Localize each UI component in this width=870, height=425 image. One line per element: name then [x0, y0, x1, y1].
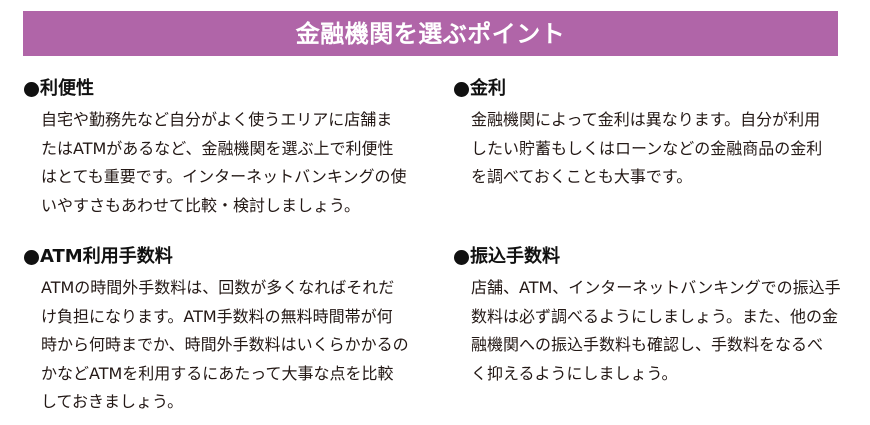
section-heading: 金利 [454, 78, 822, 100]
body-line: 数料は必ず調べるようにしましょう。また、他の金 [471, 306, 839, 326]
title-banner: 金融機関を選ぶポイント [23, 11, 838, 56]
section-heading-text: ATM利用手数料 [40, 246, 173, 267]
bullet-icon [454, 81, 469, 97]
section-body: 金融機関によって金利は異なります。自分が利用 したい貯蓄もしくはローンなどの金融… [471, 106, 822, 192]
body-line: はとても重要です。インターネットバンキングの使 [41, 167, 407, 186]
body-line: 金融機関によって金利は異なります。自分が利用 [471, 110, 821, 129]
section-body: 自宅や勤務先など自分がよく使うエリアに店舗ま たはATMがあるなど、金融機関を選… [41, 106, 406, 220]
bullet-icon [24, 81, 39, 97]
body-line: 店舗、ATM、インターネットバンキングでの振込手 [471, 278, 841, 297]
section-heading-text: 振込手数料 [470, 246, 560, 267]
section-heading: 利便性 [24, 78, 406, 100]
body-line: したい貯蓄もしくはローンなどの金融商品の金利 [471, 138, 823, 158]
section-interest: 金利 金融機関によって金利は異なります。自分が利用 したい貯蓄もしくはローンなど… [454, 78, 822, 192]
bullet-icon [454, 249, 469, 265]
section-atm-fee: ATM利用手数料 ATMの時間外手数料は、回数が多くなればそれだ け負担になりま… [24, 246, 409, 417]
section-body: 店舗、ATM、インターネットバンキングでの振込手 数料は必ず調べるようにしましょ… [471, 274, 841, 388]
section-heading-text: 金利 [470, 78, 506, 99]
body-line: く抑えるようにしましょう。 [471, 363, 678, 383]
section-convenience: 利便性 自宅や勤務先など自分がよく使うエリアに店舗ま たはATMがあるなど、金融… [24, 78, 406, 220]
section-heading: ATM利用手数料 [24, 246, 409, 268]
section-heading: 振込手数料 [454, 246, 841, 268]
body-line: いやすさもあわせて比較・検討しましょう。 [41, 195, 361, 215]
body-line: 時から何時までか、時間外手数料はいくらかかるの [41, 335, 409, 354]
body-line: たはATMがあるなど、金融機関を選ぶ上で利便性 [41, 138, 394, 158]
body-line: しておきましょう。 [41, 392, 184, 411]
body-line: ATMの時間外手数料は、回数が多くなればそれだ [41, 278, 395, 297]
body-line: を調べておくことも大事です。 [471, 167, 693, 186]
body-line: け負担になります。ATM手数料の無料時間帯が何 [41, 306, 393, 326]
bullet-icon [24, 249, 39, 265]
body-line: 自宅や勤務先など自分がよく使うエリアに店舗ま [41, 110, 393, 129]
body-line: かなどATMを利用するにあたって大事な点を比較 [41, 363, 394, 383]
section-transfer-fee: 振込手数料 店舗、ATM、インターネットバンキングでの振込手 数料は必ず調べるよ… [454, 246, 841, 388]
page-title: 金融機関を選ぶポイント [295, 19, 566, 48]
body-line: 融機関への振込手数料も確認し、手数料をなるべ [471, 335, 824, 354]
section-body: ATMの時間外手数料は、回数が多くなればそれだ け負担になります。ATM手数料の… [41, 274, 409, 417]
section-heading-text: 利便性 [40, 78, 94, 99]
